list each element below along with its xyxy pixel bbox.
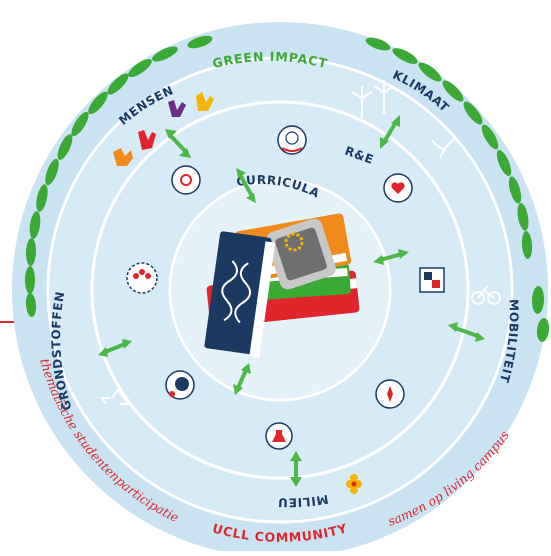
leaf-garland-icon: [25, 35, 550, 342]
arrow-curricula-top: [236, 168, 256, 203]
double-arrows: [98, 115, 485, 487]
plant-icon: [431, 137, 457, 159]
puzzle-hands-icon: [419, 267, 445, 293]
flask-icon: [265, 422, 293, 450]
arrow-curricula-right: [373, 249, 409, 265]
people-circle-icon: [126, 262, 158, 294]
arrow-grondstoffen: [98, 339, 132, 357]
globe-hand-icon: [277, 125, 307, 155]
head-gear-icon: [171, 165, 201, 195]
dna-icon: [204, 231, 276, 358]
arrow-mensen: [165, 129, 191, 158]
outer-divider: [46, 56, 514, 524]
green-impact-label: GREEN IMPACT: [211, 49, 329, 71]
recycle-icon: [100, 388, 130, 405]
arrow-mobiliteit: [448, 322, 485, 342]
flower-icon: [346, 474, 362, 494]
windmills-icon: [351, 80, 395, 118]
arrow-klimaat: [380, 115, 400, 149]
inner-divider: [168, 178, 392, 402]
arrow-milieu: [290, 451, 302, 487]
heart-apple-icon: [383, 173, 413, 203]
earth-head-icon: [165, 370, 195, 400]
bicycle-icon: [471, 285, 501, 305]
compass-head-icon: [375, 379, 405, 409]
milieu-label: MILIEU: [277, 492, 329, 510]
phone-icon: [266, 218, 336, 290]
hands-icon: [113, 92, 214, 166]
middle-divider: [90, 100, 470, 480]
arrow-curricula-bottom: [233, 363, 251, 395]
